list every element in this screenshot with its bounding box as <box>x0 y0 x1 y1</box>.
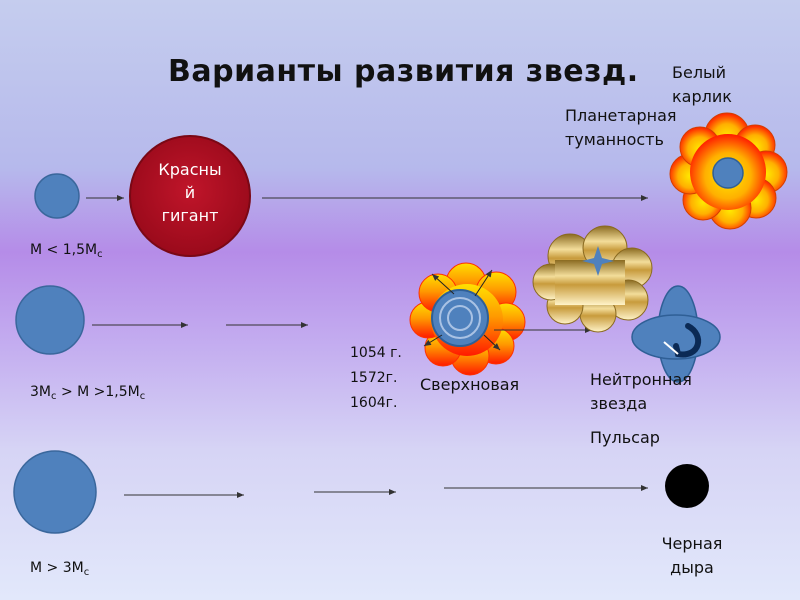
mass-condition-row2-sub1: c <box>51 391 57 402</box>
mass-condition-row2-sub2: c <box>139 391 146 402</box>
mass-condition-row3-text: M > 3M <box>30 560 84 576</box>
supernova-year-1054: 1054 г. <box>350 345 402 361</box>
neutron-star-line2: звезда <box>590 394 648 413</box>
black-hole-label: Черная дыра <box>642 532 742 580</box>
mass-condition-row1-sub: c <box>97 249 103 260</box>
neutron-star-label: Нейтронная звезда <box>590 368 692 416</box>
supernova-label: Сверхновая <box>420 375 520 394</box>
gold-nebula-shape <box>532 225 653 333</box>
mass-condition-row3-sub: c <box>83 567 90 578</box>
supernova-shape <box>409 262 526 376</box>
medium-star-row2 <box>15 285 85 355</box>
red-giant-label: Красны й гигант <box>130 158 250 227</box>
black-hole-line2: дыра <box>670 558 714 577</box>
mass-condition-row1-text: M < 1,5M <box>30 242 98 258</box>
mass-condition-row2: 3Mc > M >1,5Mc <box>30 380 145 409</box>
red-giant-label-line3: гигант <box>161 206 219 225</box>
planetary-nebula-line2: туманность <box>565 130 664 149</box>
white-dwarf-line2: карлик <box>672 87 732 106</box>
supernova-year-1604: 1604г. <box>350 395 398 411</box>
supernova-year-1572: 1572г. <box>350 370 398 386</box>
planetary-nebula-shape <box>669 112 788 230</box>
red-giant-circle <box>129 135 251 257</box>
mass-condition-row1: M < 1,5Mc <box>30 238 103 267</box>
small-star-row1 <box>34 173 80 219</box>
white-dwarf-label: Белый карлик <box>672 61 732 109</box>
mass-condition-row2-part1: 3M <box>30 384 51 400</box>
large-star-row3 <box>13 450 97 534</box>
red-giant-label-line1: Красны <box>158 160 222 179</box>
planetary-nebula-line1: Планетарная <box>565 106 677 125</box>
white-dwarf-circle <box>712 157 744 189</box>
black-hole-line1: Черная <box>661 534 723 553</box>
black-hole-circle <box>665 464 709 508</box>
mass-condition-row3: M > 3Mc <box>30 556 89 585</box>
page-title: Варианты развития звезд. <box>168 54 639 89</box>
planetary-nebula-label: Планетарная туманность <box>565 104 677 152</box>
white-dwarf-line1: Белый <box>672 63 727 82</box>
neutron-star-line1: Нейтронная <box>590 370 692 389</box>
mass-condition-row2-part2: > M >1,5M <box>56 384 140 400</box>
pulsar-label: Пульсар <box>590 428 660 447</box>
red-giant-label-line2: й <box>184 183 196 202</box>
supernova-years: 1054 г. 1572г. 1604г. <box>350 341 402 416</box>
neutron-star-shape <box>631 285 721 383</box>
